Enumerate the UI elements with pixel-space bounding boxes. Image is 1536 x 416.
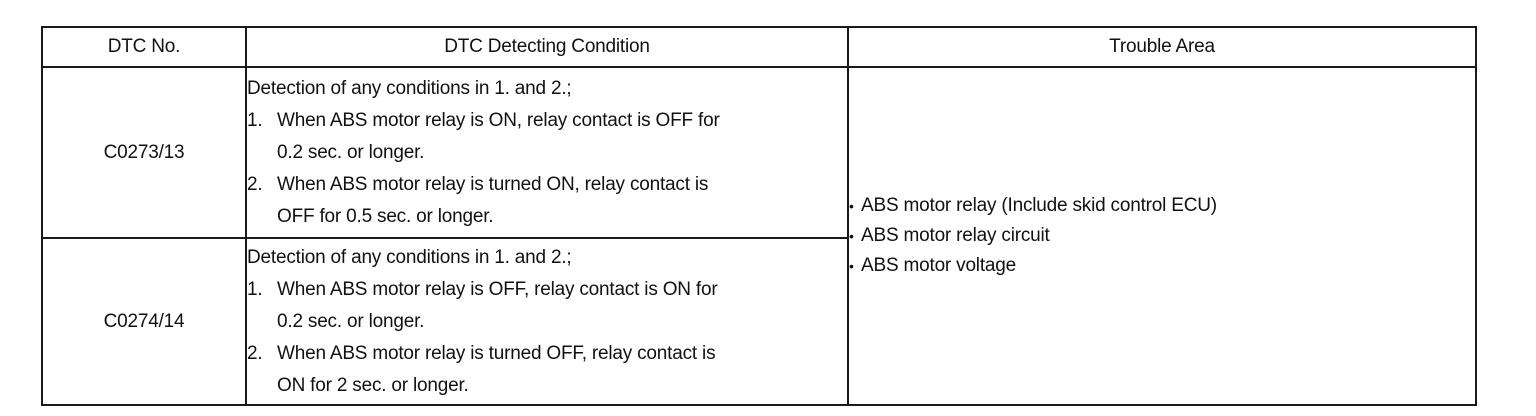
condition-item-1: 1. When ABS motor relay is OFF, relay con… (247, 274, 847, 306)
header-dtc-no: DTC No. (41, 26, 247, 68)
condition-item-2-cont: ON for 2 sec. or longer. (277, 374, 469, 396)
header-condition: DTC Detecting Condition (245, 26, 849, 68)
item-text: When ABS motor relay is OFF, relay conta… (277, 278, 718, 300)
item-text: When ABS motor relay is turned OFF, rela… (277, 342, 716, 364)
condition-item-2-cont: OFF for 0.5 sec. or longer. (277, 205, 494, 227)
table-row: C0273/13 Detection of any conditions in … (41, 66, 1477, 406)
item-number: 2. (247, 342, 263, 364)
detecting-condition: Detection of any conditions in 1. and 2.… (245, 66, 849, 239)
trouble-area-text: ABS motor relay circuit (861, 225, 1050, 246)
condition-intro: Detection of any conditions in 1. and 2.… (247, 77, 572, 99)
bullet-icon: • (849, 198, 854, 214)
bullet-icon: • (849, 228, 854, 244)
item-text: When ABS motor relay is turned ON, relay… (277, 173, 709, 195)
dtc-table: DTC No. DTC Detecting Condition Trouble … (41, 26, 1477, 406)
list-item: • ABS motor relay (Include skid control E… (849, 191, 1475, 221)
header-trouble-area: Trouble Area (847, 26, 1477, 68)
detecting-condition: Detection of any conditions in 1. and 2.… (245, 237, 849, 406)
list-item: • ABS motor voltage (849, 251, 1475, 281)
table-row: C0274/14 Detection of any conditions in … (41, 237, 1476, 406)
item-number: 1. (247, 109, 263, 131)
item-number: 1. (247, 278, 263, 300)
condition-item-2: 2. When ABS motor relay is turned OFF, re… (247, 338, 847, 370)
trouble-area: • ABS motor relay (Include skid control E… (847, 66, 1477, 406)
condition-item-1-cont: 0.2 sec. or longer. (277, 310, 425, 332)
condition-item-2: 2. When ABS motor relay is turned ON, rel… (247, 169, 847, 201)
item-text: When ABS motor relay is ON, relay contac… (277, 109, 720, 131)
trouble-area-list: • ABS motor relay (Include skid control E… (849, 191, 1475, 281)
condition-intro: Detection of any conditions in 1. and 2.… (247, 246, 572, 268)
bullet-icon: • (849, 258, 854, 274)
dtc-code: C0273/13 (41, 66, 247, 239)
trouble-area-text: ABS motor relay (Include skid control EC… (861, 195, 1217, 216)
condition-item-1-cont: 0.2 sec. or longer. (277, 141, 425, 163)
table-header-row: DTC No. DTC Detecting Condition Trouble … (41, 26, 1477, 68)
item-number: 2. (247, 173, 263, 195)
trouble-area-text: ABS motor voltage (861, 255, 1017, 276)
list-item: • ABS motor relay circuit (849, 221, 1475, 251)
dtc-code: C0274/14 (41, 237, 247, 406)
condition-item-1: 1. When ABS motor relay is ON, relay cont… (247, 105, 847, 137)
